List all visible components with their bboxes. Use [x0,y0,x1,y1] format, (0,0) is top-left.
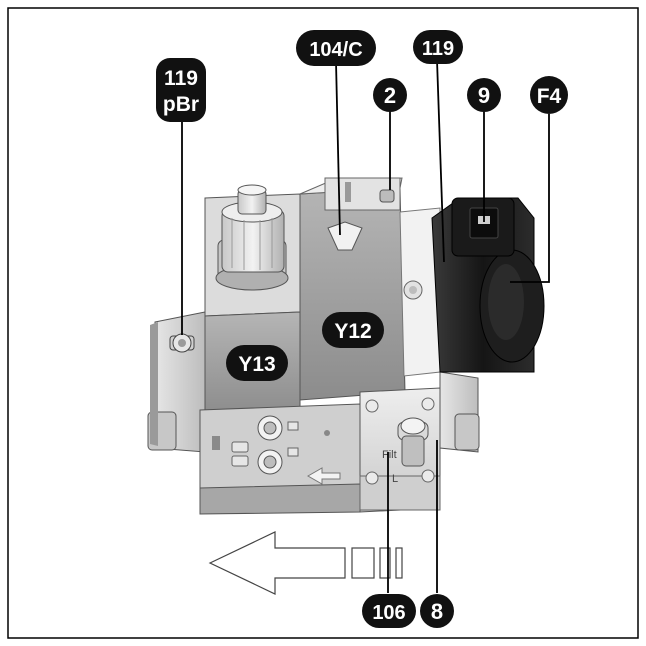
callout-f4: F4 [530,76,568,114]
callout-8-label: 8 [431,599,443,624]
valve-body [147,177,545,515]
callout-y13: Y13 [226,345,288,381]
callout-9: 9 [467,78,501,112]
callout-2: 2 [373,78,407,112]
callout-y13-label: Y13 [238,353,275,376]
callout-9-label: 9 [478,83,490,108]
callout-119-pbr-line1: 119 [164,67,198,90]
callout-104c: 104/C [296,30,376,66]
callout-f4-label: F4 [537,85,562,108]
callout-119-label: 119 [422,38,454,60]
callout-106: 106 [362,594,416,628]
callout-119-pbr: 119 pBr [156,58,206,122]
leader-lines [181,59,550,593]
callout-y12-label: Y12 [334,320,371,343]
l-mark-text: L [392,473,398,485]
callout-119-pbr-line2: pBr [163,93,199,116]
callout-8: 8 [420,594,454,628]
callout-119: 119 [413,30,463,64]
callout-106-label: 106 [372,602,405,624]
flow-arrow-icon [208,531,403,595]
callout-104c-label: 104/C [309,39,362,61]
callout-2-label: 2 [384,83,396,108]
callout-y12: Y12 [322,312,384,348]
filter-mark-text: Filt [382,449,397,461]
